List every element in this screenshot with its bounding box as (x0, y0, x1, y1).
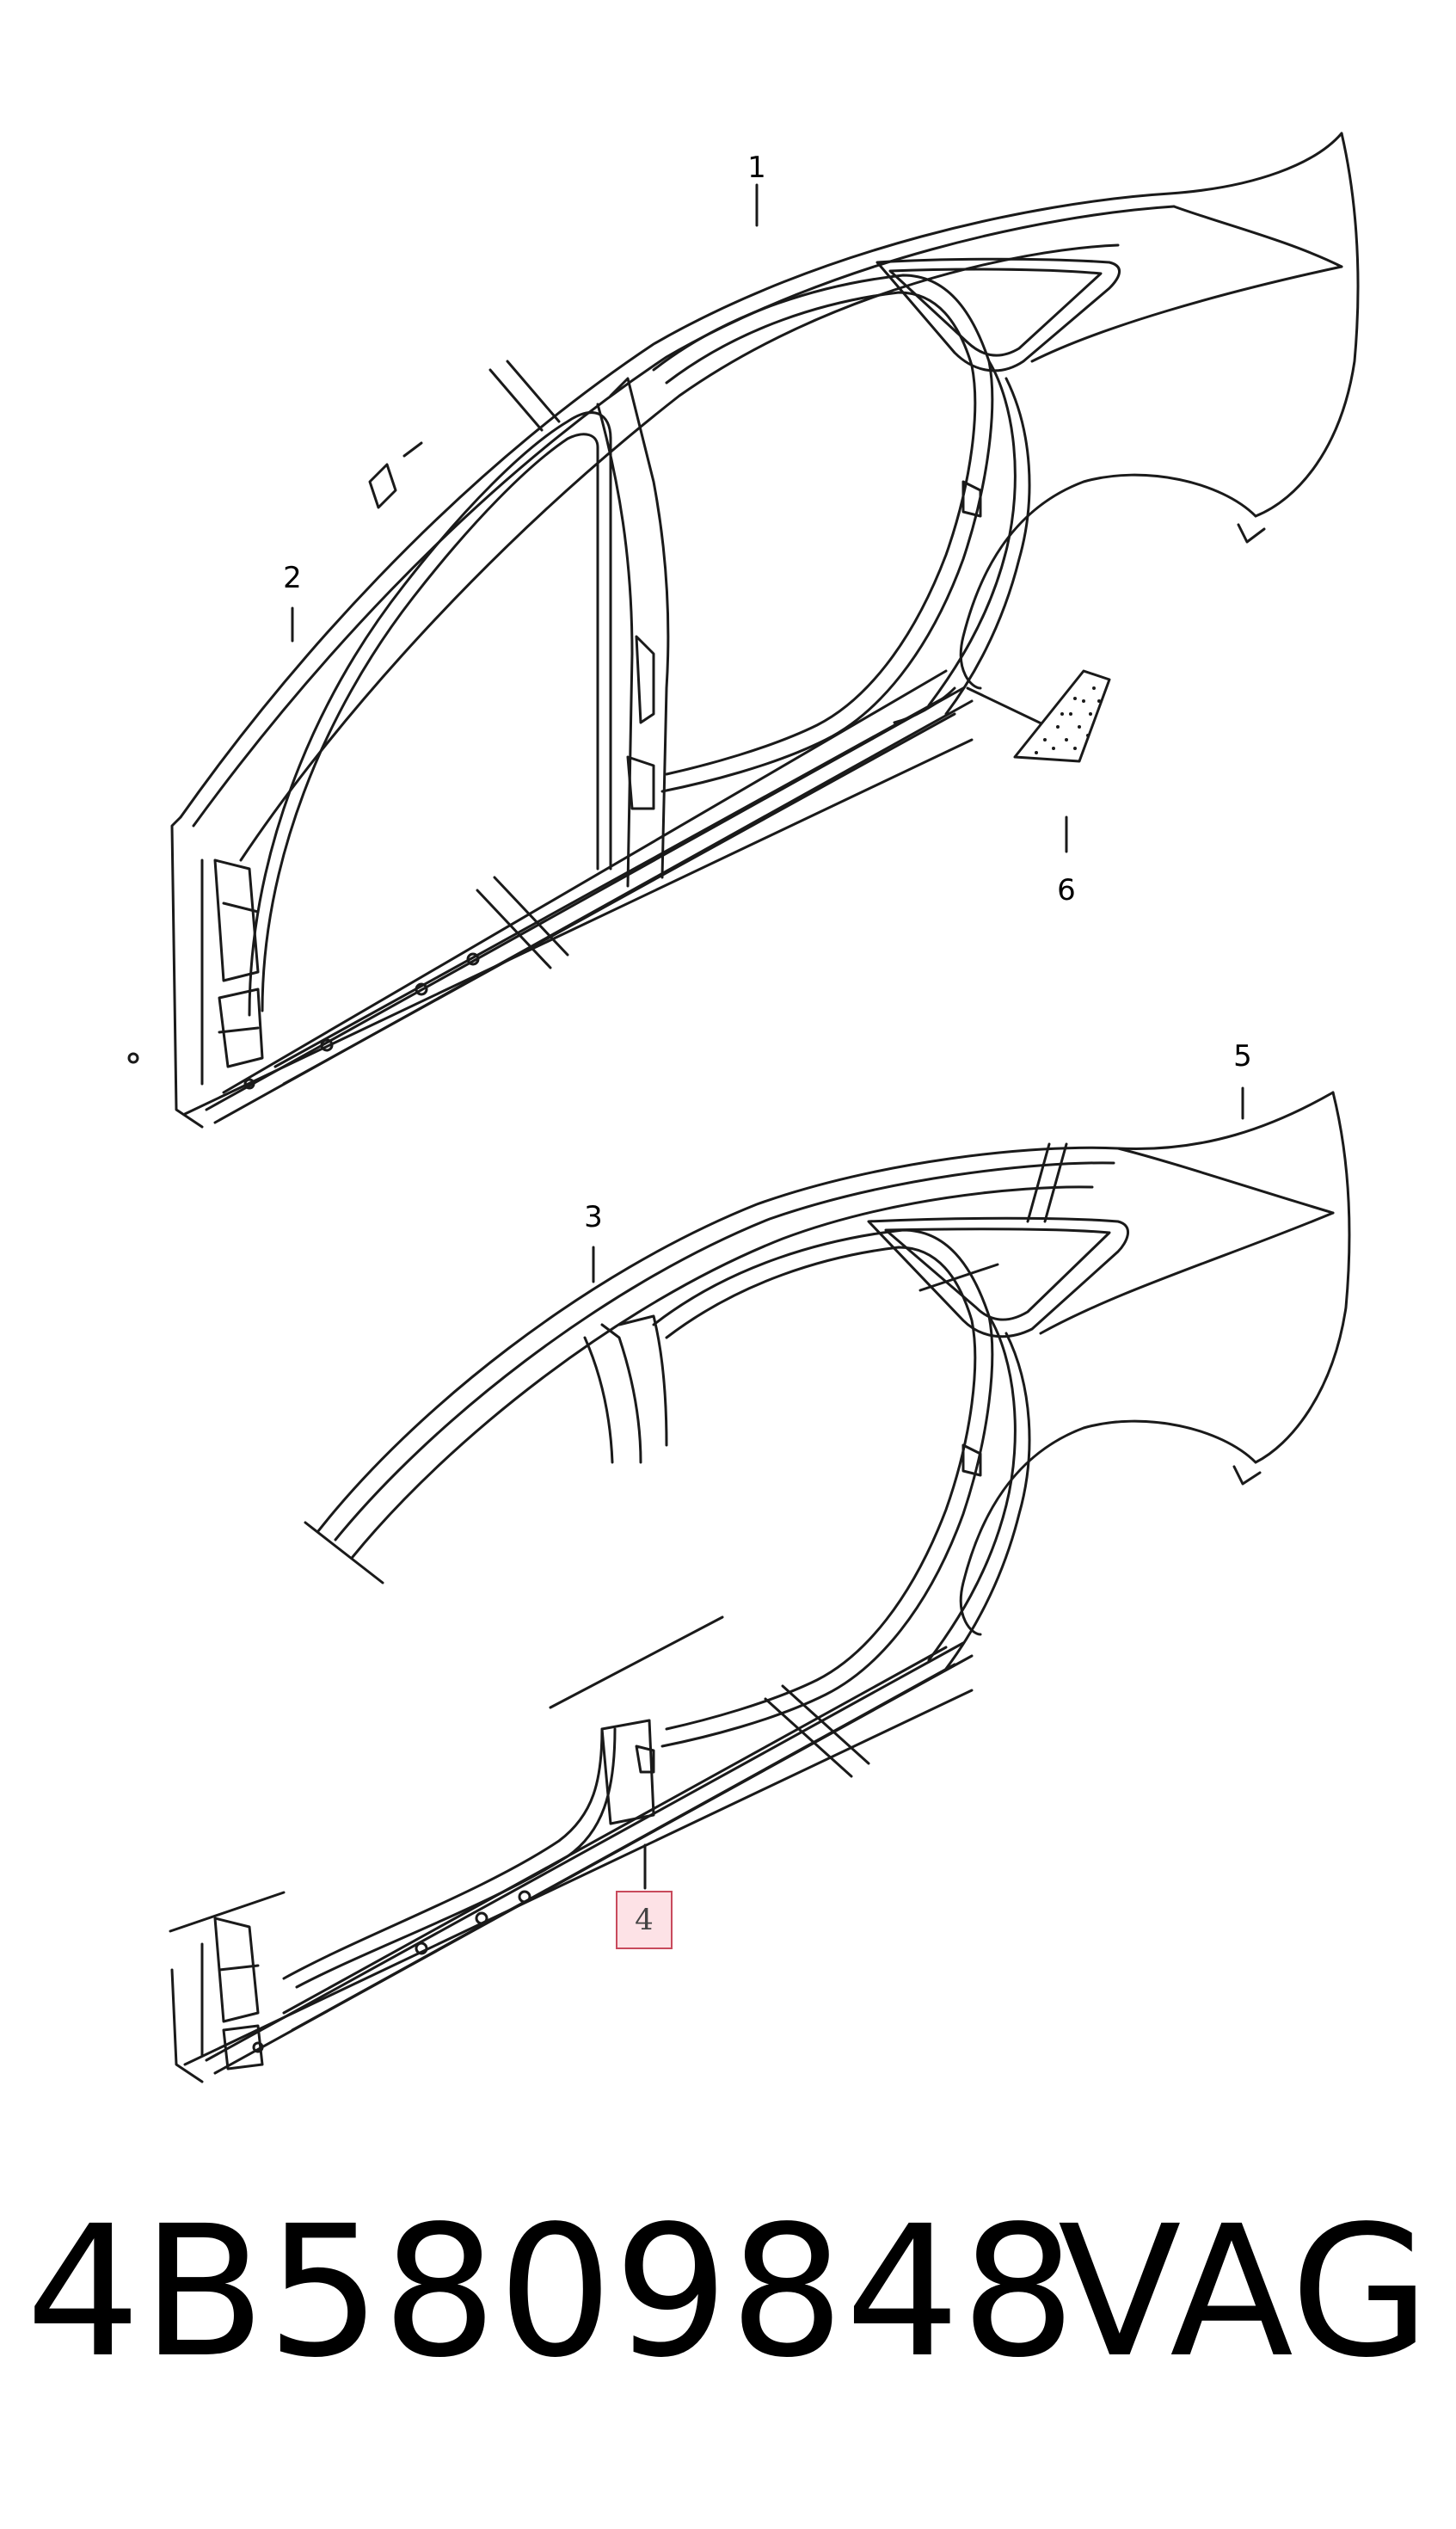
callout-6: 6 (1057, 873, 1076, 908)
side-panel-assembly-lower (169, 1086, 1351, 2083)
callout-3: 3 (584, 1200, 603, 1234)
callout-5: 5 (1233, 1039, 1252, 1074)
part-6-patch (1013, 669, 1111, 763)
part-number: 4B5809848 (26, 2187, 1077, 2397)
side-panel-assembly-upper (127, 132, 1360, 1129)
callout-4-highlighted: 4 (635, 1903, 654, 1937)
brand-label: VAG (1058, 2187, 1430, 2397)
callout-2: 2 (283, 561, 302, 595)
callout-1: 1 (747, 151, 766, 185)
highlight-box (616, 1891, 673, 1949)
